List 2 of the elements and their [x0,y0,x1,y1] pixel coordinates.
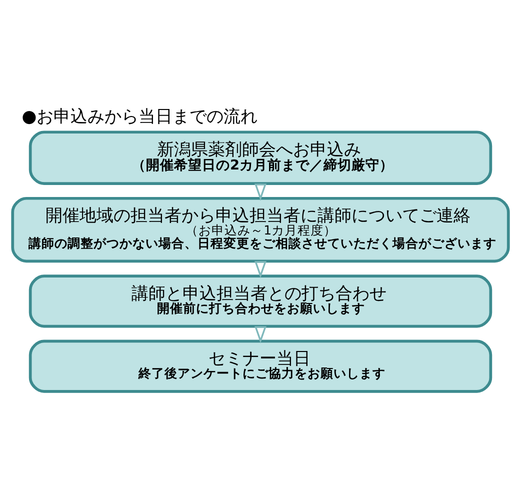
diagram-title: ●お申込みから当日までの流れ [22,106,258,127]
node-box: セミナー当日 終了後アンケートにご協力をお願いします [28,340,492,393]
